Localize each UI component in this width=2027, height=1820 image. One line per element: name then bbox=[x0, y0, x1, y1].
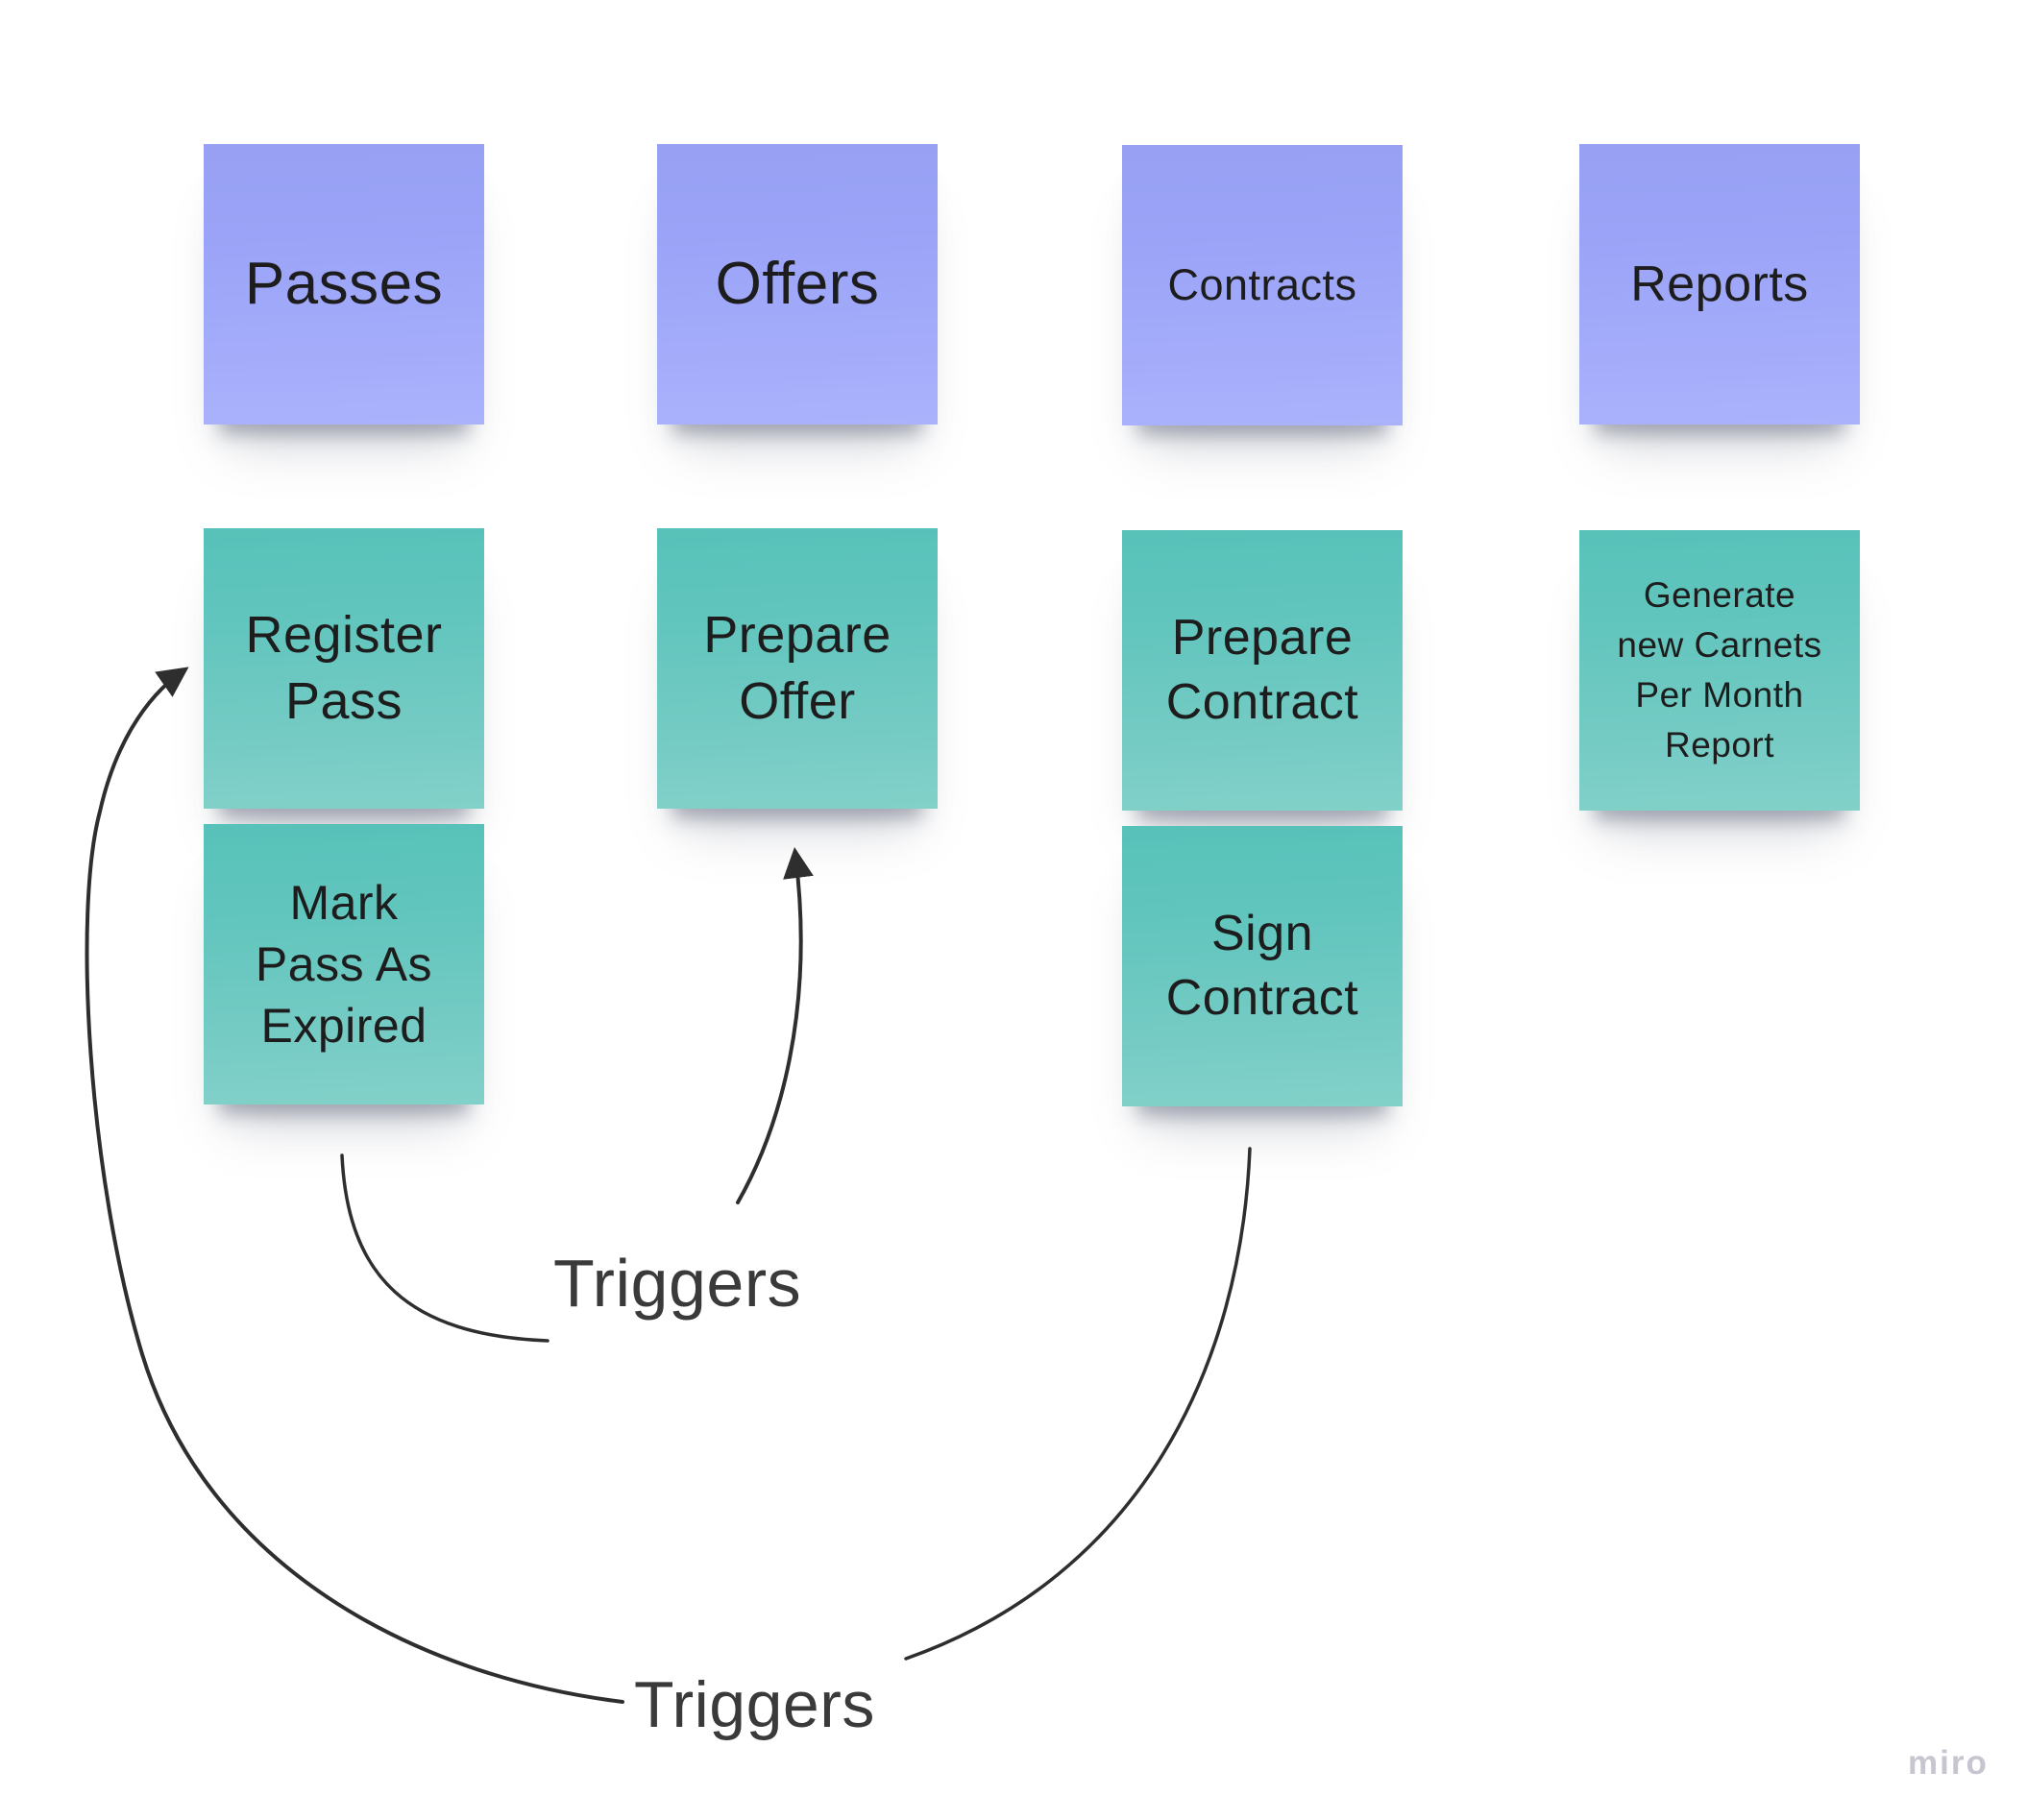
sticky-note-contracts-label: Contracts bbox=[1167, 260, 1357, 310]
connector-triggers-to-register-pass[interactable] bbox=[85, 667, 624, 1704]
sticky-note-reports-label: Reports bbox=[1630, 255, 1809, 312]
triggers-label-offer[interactable]: Triggers bbox=[553, 1246, 802, 1321]
triggers-label-register[interactable]: Triggers bbox=[634, 1668, 875, 1741]
sticky-note-passes-label: Passes bbox=[244, 251, 444, 318]
connector-mark-pass-expired-to-triggers[interactable] bbox=[340, 1153, 549, 1343]
sticky-note-mark-pass-expired-label: Mark Pass As Expired bbox=[255, 876, 433, 1053]
sticky-note-sign-contract[interactable]: Sign Contract bbox=[1122, 826, 1403, 1106]
sticky-note-prepare-offer-label: Prepare Offer bbox=[703, 605, 891, 730]
sticky-note-prepare-contract-label: Prepare Contract bbox=[1165, 610, 1359, 730]
sticky-note-sign-contract-label: Sign Contract bbox=[1165, 906, 1359, 1026]
miro-watermark: miro bbox=[1908, 1744, 1989, 1782]
sticky-note-generate-report[interactable]: Generate new Carnets Per Month Report bbox=[1579, 530, 1860, 811]
sticky-note-passes[interactable]: Passes bbox=[204, 144, 484, 425]
sticky-note-mark-pass-expired[interactable]: Mark Pass As Expired bbox=[204, 824, 484, 1104]
sticky-note-prepare-offer[interactable]: Prepare Offer bbox=[657, 528, 938, 809]
sticky-note-reports[interactable]: Reports bbox=[1579, 144, 1860, 425]
connector-triggers-to-prepare-offer[interactable] bbox=[736, 847, 814, 1204]
connector-sign-contract-to-triggers[interactable] bbox=[904, 1147, 1252, 1661]
sticky-note-generate-report-label: Generate new Carnets Per Month Report bbox=[1617, 575, 1822, 764]
sticky-note-prepare-contract[interactable]: Prepare Contract bbox=[1122, 530, 1403, 811]
sticky-note-contracts[interactable]: Contracts bbox=[1122, 145, 1403, 425]
sticky-note-offers[interactable]: Offers bbox=[657, 144, 938, 425]
sticky-note-register-pass-label: Register Pass bbox=[245, 605, 443, 730]
sticky-note-register-pass[interactable]: Register Pass bbox=[204, 528, 484, 809]
sticky-note-offers-label: Offers bbox=[715, 251, 880, 318]
